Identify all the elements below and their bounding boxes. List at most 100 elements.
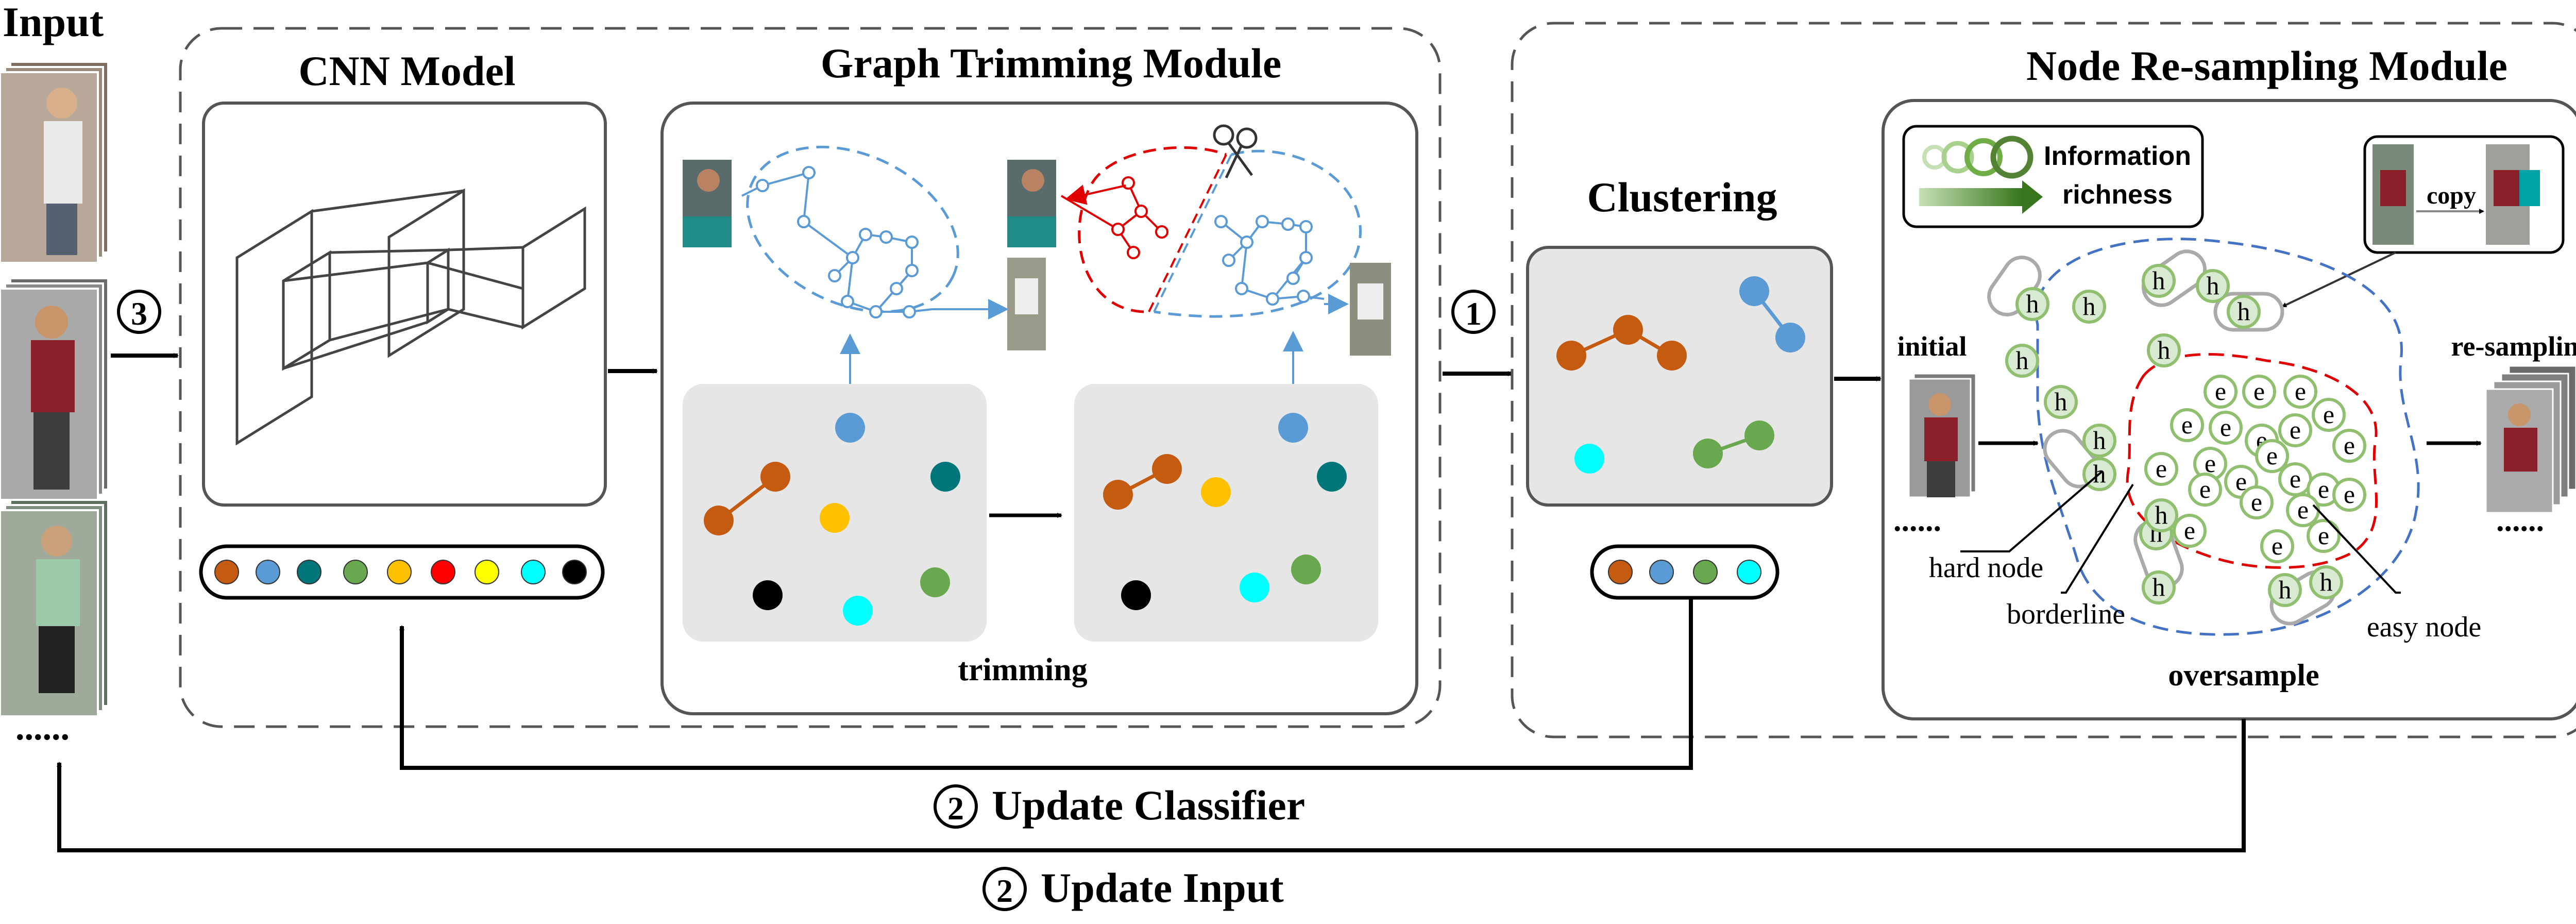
class-dot-cyan bbox=[521, 560, 546, 584]
easy-node: e bbox=[2283, 375, 2317, 409]
copy-label: copy bbox=[2427, 182, 2476, 209]
update-input-arrow bbox=[57, 719, 2246, 852]
initial-ellipsis: ...... bbox=[1893, 503, 1941, 538]
svg-text:e: e bbox=[2297, 495, 2309, 524]
svg-text:e: e bbox=[2318, 521, 2329, 550]
svg-text:e: e bbox=[2290, 415, 2301, 444]
step-2a-label: 2 bbox=[947, 790, 964, 827]
resampled-ellipsis: ...... bbox=[2496, 503, 2544, 538]
hard-node: h bbox=[2005, 344, 2039, 378]
svg-text:e: e bbox=[2181, 410, 2193, 439]
svg-text:h: h bbox=[2153, 573, 2165, 601]
input-image-stack-3 bbox=[0, 499, 109, 717]
easy-node: e bbox=[2332, 429, 2366, 463]
input-image-stack-2 bbox=[0, 277, 109, 501]
svg-text:h: h bbox=[2238, 297, 2250, 326]
class-dot-red bbox=[431, 560, 455, 584]
step-2b-badge bbox=[982, 867, 1027, 911]
resampled-image-stack bbox=[2485, 365, 2576, 514]
class-dot-green bbox=[343, 560, 368, 584]
svg-text:e: e bbox=[2253, 377, 2265, 406]
svg-text:e: e bbox=[2295, 377, 2306, 406]
cluster-classifier-dots bbox=[1608, 560, 1761, 584]
hard-node-label: hard node bbox=[1929, 552, 2043, 584]
richness-circles-icon bbox=[1922, 136, 2033, 179]
hard-node: h bbox=[2144, 498, 2178, 532]
cnn-model-panel bbox=[202, 102, 607, 507]
svg-text:h: h bbox=[2320, 567, 2333, 596]
easy-node: e bbox=[2170, 408, 2204, 442]
node-resampling-panel bbox=[1882, 99, 2576, 720]
inner-boundary bbox=[2126, 353, 2378, 569]
svg-text:e: e bbox=[2323, 400, 2334, 429]
easy-node: e bbox=[2173, 514, 2207, 548]
class-dot-teal bbox=[297, 560, 321, 584]
hard-node: h bbox=[2044, 385, 2078, 419]
easy-node: e bbox=[2188, 473, 2222, 507]
easy-node: e bbox=[2204, 375, 2238, 409]
svg-text:h: h bbox=[2093, 426, 2106, 455]
easy-node: e bbox=[2255, 439, 2289, 473]
svg-text:e: e bbox=[2266, 441, 2278, 470]
graph-after-trimming bbox=[1007, 124, 1391, 402]
gtm-title: Graph Trimming Module bbox=[821, 40, 1281, 87]
input-image-stack-1 bbox=[0, 61, 109, 264]
svg-text:e: e bbox=[2235, 467, 2247, 496]
trimming-caption: trimming bbox=[958, 652, 1087, 687]
svg-text:h: h bbox=[2153, 266, 2165, 295]
graph-before-trimming bbox=[683, 145, 1046, 402]
cluster-nodes bbox=[1556, 276, 1805, 474]
step-2a-badge bbox=[934, 784, 978, 829]
borderline-label: borderline bbox=[2007, 598, 2125, 630]
step-3-label: 3 bbox=[131, 295, 147, 332]
easy-node: e bbox=[2193, 447, 2227, 481]
svg-text:e: e bbox=[2220, 413, 2231, 442]
resampling-label: re-sampling bbox=[2451, 331, 2576, 362]
easy-node: e bbox=[2242, 375, 2276, 409]
cnn-title: CNN Model bbox=[298, 47, 515, 94]
svg-text:e: e bbox=[2272, 531, 2283, 560]
update-classifier-label: Update Classifier bbox=[992, 782, 1305, 829]
hard-node: h bbox=[2142, 264, 2176, 298]
easy-node: e bbox=[2332, 478, 2366, 512]
svg-text:e: e bbox=[2215, 377, 2226, 406]
hard-node: h bbox=[2082, 424, 2116, 458]
hard-node: h bbox=[2147, 333, 2181, 367]
easy-node: e bbox=[2260, 529, 2294, 563]
reweighting-region bbox=[1511, 22, 2576, 738]
svg-text:e: e bbox=[2199, 475, 2211, 503]
legend-line-1: Information bbox=[2044, 141, 2191, 171]
nrm-title: Node Re-sampling Module bbox=[2026, 42, 2507, 89]
initial-label: initial bbox=[1897, 331, 1967, 362]
step-1-label: 1 bbox=[1465, 295, 1482, 332]
easy-node: e bbox=[2278, 413, 2312, 447]
svg-text:h: h bbox=[2279, 575, 2292, 604]
trim-output-panel bbox=[1074, 384, 1378, 642]
svg-text:e: e bbox=[2318, 475, 2329, 503]
scissors-icon bbox=[1213, 124, 1258, 179]
easy-node: e bbox=[2307, 519, 2341, 553]
easy-node: e bbox=[2278, 462, 2312, 496]
feature-learning-region bbox=[179, 27, 1442, 728]
step-3-badge bbox=[117, 290, 161, 334]
svg-text:e: e bbox=[2156, 454, 2167, 483]
svg-text:h: h bbox=[2055, 387, 2067, 416]
update-input-label: Update Input bbox=[1041, 864, 1284, 911]
svg-text:h: h bbox=[2207, 271, 2219, 300]
hard-node: h bbox=[2309, 565, 2343, 599]
svg-text:h: h bbox=[2155, 500, 2168, 529]
hard-node: h bbox=[2142, 570, 2176, 604]
svg-text:h: h bbox=[2016, 346, 2029, 375]
svg-text:e: e bbox=[2184, 516, 2195, 545]
hard-node-callout bbox=[1960, 471, 2103, 552]
richness-arrow-icon bbox=[1919, 180, 2043, 214]
cluster-classifier-bar bbox=[1590, 544, 1780, 600]
svg-text:e: e bbox=[2290, 464, 2301, 493]
svg-text:h: h bbox=[2083, 292, 2096, 321]
easy-node: e bbox=[2312, 398, 2346, 432]
hard-node: h bbox=[2196, 269, 2230, 303]
svg-text:e: e bbox=[2205, 449, 2216, 478]
hard-node: h bbox=[2015, 287, 2049, 321]
class-dot-black bbox=[562, 560, 587, 584]
